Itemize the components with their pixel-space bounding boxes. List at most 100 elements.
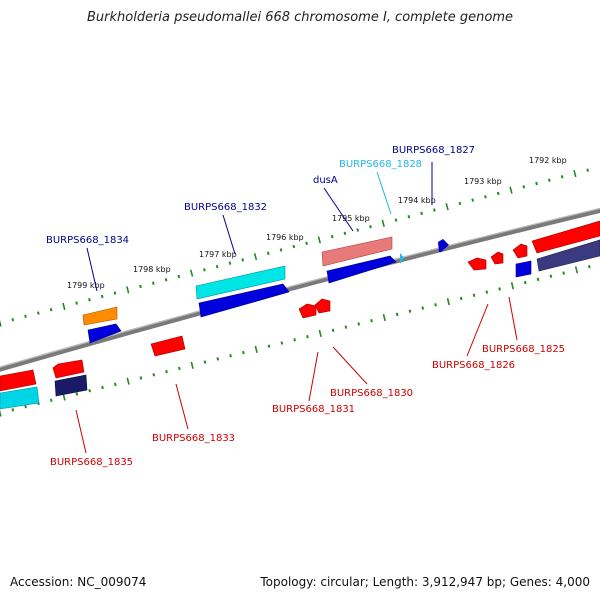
burps668-1834-gene[interactable] xyxy=(82,306,118,326)
upper-track-major-tick xyxy=(509,186,513,194)
burps668-1831-gene[interactable] xyxy=(298,303,317,319)
burps668-1825-gene[interactable] xyxy=(512,243,528,259)
upper-track-minor-tick xyxy=(560,175,564,179)
lower-track-minor-tick xyxy=(139,376,143,380)
kbp-label-1795: 1795 kbp xyxy=(332,214,370,223)
lower-track-minor-tick xyxy=(11,408,15,412)
label-burps668-1831[interactable]: BURPS668_1831 xyxy=(272,404,355,415)
left-edge-red-gene[interactable] xyxy=(0,369,37,392)
upper-track-major-tick xyxy=(189,269,194,277)
upper-track-minor-tick xyxy=(151,281,155,285)
lower-track-major-tick xyxy=(126,377,130,385)
lower-track-minor-tick xyxy=(357,322,361,326)
upper-track-minor-tick xyxy=(369,224,372,229)
label-burps668-1834[interactable]: BURPS668_1834 xyxy=(46,235,129,246)
lower-track-major-tick xyxy=(382,313,386,322)
upper-track-major-tick xyxy=(381,219,385,227)
upper-track-minor-tick xyxy=(113,291,117,295)
upper-track-minor-tick xyxy=(535,181,538,186)
lower-track-major-tick xyxy=(190,361,194,369)
burps668-1830-gene[interactable] xyxy=(314,298,331,314)
leader-line-1833 xyxy=(175,383,189,430)
lower-track-minor-tick xyxy=(306,334,309,339)
label-leader-lines xyxy=(75,162,518,454)
upper-track-minor-tick xyxy=(458,201,462,206)
leader-line-1835 xyxy=(75,409,87,454)
lower-track-minor-tick xyxy=(280,341,284,345)
lower-track-minor-tick xyxy=(421,306,425,310)
lower-track-minor-tick xyxy=(165,369,168,374)
lower-track-minor-tick xyxy=(24,404,27,409)
burps668-1828-gene[interactable] xyxy=(400,253,404,264)
lower-track-minor-tick xyxy=(562,271,566,275)
upper-track-minor-tick xyxy=(177,274,181,279)
upper-track-minor-tick xyxy=(164,278,168,282)
upper-track-minor-tick xyxy=(433,208,436,212)
lower-track-minor-tick xyxy=(549,274,553,278)
upper-track-minor-tick xyxy=(305,241,308,245)
upper-track-minor-tick xyxy=(547,178,551,182)
upper-track-minor-tick xyxy=(11,317,15,322)
upper-track-major-tick xyxy=(317,236,322,244)
accession-info: Accession: NC_009074 xyxy=(10,575,146,589)
lower-track-minor-tick xyxy=(75,392,79,396)
leader-line-dusa xyxy=(323,187,354,232)
label-burps668-1825[interactable]: BURPS668_1825 xyxy=(482,344,565,355)
chromosome-backbone-highlight xyxy=(0,207,600,368)
lower-track-minor-tick xyxy=(216,357,220,361)
top-right-navy-gene[interactable] xyxy=(536,239,600,272)
upper-track-minor-tick xyxy=(241,258,245,262)
upper-track-minor-tick xyxy=(24,314,27,319)
burps668-1833-gene[interactable] xyxy=(150,335,186,357)
chromosome-backbone xyxy=(0,207,600,372)
upper-track-major-tick xyxy=(573,169,577,178)
burps668-1835-gene[interactable] xyxy=(54,374,88,397)
burps668-1834-blue-gene[interactable] xyxy=(87,323,122,344)
kbp-label-1793: 1793 kbp xyxy=(464,177,502,186)
lower-track-minor-tick xyxy=(536,277,540,282)
dusa-gene[interactable] xyxy=(321,236,393,267)
upper-track-minor-tick xyxy=(139,284,142,289)
leader-line-1830 xyxy=(332,346,368,385)
label-burps668-1827[interactable]: BURPS668_1827 xyxy=(392,145,475,156)
burps668-1826-gene[interactable] xyxy=(467,257,487,271)
lower-track-major-tick xyxy=(318,329,322,338)
lower-track-minor-tick xyxy=(49,398,53,402)
upper-track-minor-tick xyxy=(88,298,91,302)
lower-track-minor-tick xyxy=(88,389,92,393)
kbp-label-1792: 1792 kbp xyxy=(529,156,567,165)
upper-track-minor-tick xyxy=(356,228,360,232)
label-burps668-1828[interactable]: BURPS668_1828 xyxy=(339,159,422,170)
label-burps668-1830[interactable]: BURPS668_1830 xyxy=(330,388,413,399)
label-burps668-1832[interactable]: BURPS668_1832 xyxy=(184,202,267,213)
kbp-label-1799: 1799 kbp xyxy=(67,281,105,290)
label-dusa[interactable]: dusA xyxy=(313,175,338,186)
upper-tick-track xyxy=(0,168,590,327)
left-edge-cyan-gene[interactable] xyxy=(0,386,40,410)
label-burps668-1826[interactable]: BURPS668_1826 xyxy=(432,360,515,371)
label-burps668-1835[interactable]: BURPS668_1835 xyxy=(50,457,133,468)
burps668-1825-blue-gene[interactable] xyxy=(515,260,532,278)
upper-track-minor-tick xyxy=(407,215,411,219)
leader-line-1825 xyxy=(508,296,518,341)
upper-track-minor-tick xyxy=(203,268,206,272)
upper-track-major-tick xyxy=(62,302,66,310)
lower-track-minor-tick xyxy=(242,350,245,355)
burps668-1835-red-gene[interactable] xyxy=(52,359,85,379)
genome-title: Burkholderia pseudomallei 668 chromosome… xyxy=(86,10,514,25)
burps668-1832-gene[interactable] xyxy=(195,265,286,300)
top-right-red-gene[interactable] xyxy=(531,220,600,254)
burps668-1825-small-gene[interactable] xyxy=(490,251,504,265)
kbp-scale: 1792 kbp 1793 kbp 1794 kbp 1795 kbp 1796… xyxy=(67,156,567,290)
dusa-adjacent-blue-gene[interactable] xyxy=(326,255,397,284)
lower-track-minor-tick xyxy=(485,290,489,294)
upper-track-major-tick xyxy=(0,319,2,327)
upper-track-major-tick xyxy=(126,286,130,294)
label-burps668-1833[interactable]: BURPS668_1833 xyxy=(152,433,235,444)
burps668-1832-blue-gene[interactable] xyxy=(198,283,290,318)
upper-track-minor-tick xyxy=(343,231,347,236)
leader-line-1831 xyxy=(308,351,319,402)
lower-track-major-tick xyxy=(254,345,258,353)
burps668-1827-gene[interactable] xyxy=(438,239,449,252)
lower-track-minor-tick xyxy=(370,319,373,323)
